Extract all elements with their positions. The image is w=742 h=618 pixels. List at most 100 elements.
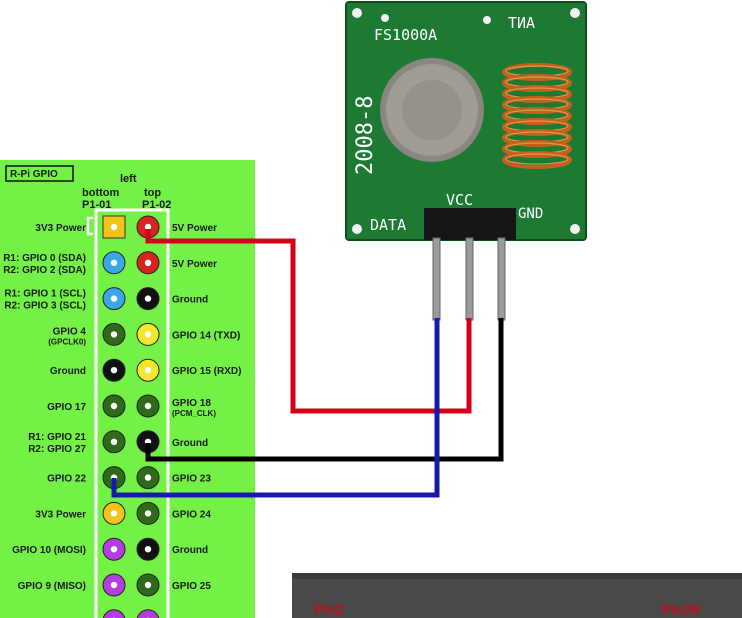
- pin-label-gnd: GND: [518, 206, 543, 222]
- left-pin-label: GPIO 4: [53, 326, 87, 337]
- right-pin-label: GPIO 23: [172, 474, 211, 485]
- pin-row: [102, 609, 160, 618]
- connector-body: [292, 573, 742, 618]
- coil-turn: [502, 151, 572, 169]
- connector-edge: [292, 573, 742, 579]
- coil-turn: [502, 63, 572, 81]
- coil-highlight: [505, 153, 569, 165]
- pin-label-data: DATA: [370, 216, 406, 234]
- left-pin-hole: [110, 581, 118, 589]
- mount-hole: [570, 224, 580, 234]
- right-pin-hole: [144, 402, 152, 410]
- pin-row: GPIO 10 (MOSI) Ground: [12, 537, 208, 561]
- data-wire: [111, 318, 440, 498]
- left-pin-label: GPIO 17: [47, 402, 86, 413]
- resonator-can-center: [402, 80, 462, 140]
- right-pin-hole: [144, 474, 152, 481]
- right-pin-marker: [136, 609, 160, 618]
- via-dot: [381, 14, 389, 22]
- left-pin-hole: [110, 367, 118, 374]
- left-pin-label: GPIO 22: [47, 474, 86, 485]
- left-pin-hole: [110, 546, 118, 553]
- connector-pin-start: Pin2: [314, 601, 344, 617]
- gpio-title: R-Pi GPIO: [10, 169, 58, 180]
- via-dot: [483, 16, 491, 24]
- gpio-board-background: [0, 160, 255, 618]
- coil-turn: [502, 85, 572, 103]
- right-pin-label: 5V Power: [172, 223, 217, 234]
- pin-row: R1: GPIO 0 (SDA)R2: GPIO 2 (SDA) 5V Power: [3, 251, 217, 276]
- left-pin-label: R2: GPIO 3 (SCL): [4, 301, 86, 312]
- left-pin-hole: [110, 510, 118, 517]
- right-pin-hole: [144, 546, 152, 553]
- data-pin: [432, 237, 441, 321]
- coil-turn: [502, 96, 572, 114]
- left-pin-marker: [102, 609, 126, 618]
- header-outline: [94, 208, 170, 618]
- right-pin-label: (PCM_CLK): [172, 409, 216, 418]
- wires: [111, 229, 504, 498]
- left-pin-label: R1: GPIO 21: [28, 432, 86, 443]
- coil-turn: [502, 129, 572, 147]
- left-pin-label: GPIO 9 (MISO): [18, 581, 86, 592]
- mount-hole: [352, 8, 362, 18]
- left-pin-label: Ground: [50, 366, 86, 377]
- right-pin-label: GPIO 14 (TXD): [172, 330, 240, 341]
- right-pin-label: GPIO 18: [172, 398, 211, 409]
- pin-row: R1: GPIO 1 (SCL)R2: GPIO 3 (SCL) Ground: [4, 287, 208, 312]
- module-brand: TИA: [508, 14, 535, 32]
- pin-row: GPIO 17 GPIO 18(PCM_CLK): [47, 394, 216, 418]
- left-pin-hole: [110, 223, 118, 231]
- right-column-title: top: [144, 187, 161, 199]
- left-pin-label: R2: GPIO 2 (SDA): [3, 265, 86, 276]
- pin-header-block: [424, 208, 516, 240]
- coil-turn: [502, 118, 572, 136]
- vcc-pin: [465, 237, 474, 321]
- left-pin-label: (GPCLK0): [48, 337, 86, 346]
- rf-transmitter-module: FS1000A TИA 2008-8 VCC DATA GND: [345, 1, 587, 321]
- left-pin-label: R1: GPIO 1 (SCL): [4, 289, 86, 300]
- mount-hole: [570, 8, 580, 18]
- right-pin-hole: [144, 259, 152, 266]
- right-column-pin: P1-02: [142, 199, 171, 211]
- left-column-pin: P1-01: [82, 199, 111, 211]
- right-pin-label: Ground: [172, 545, 208, 556]
- mount-hole: [352, 224, 362, 234]
- coil-turn: [502, 140, 572, 158]
- antenna-coil: [502, 63, 572, 169]
- left-pin-label: 3V3 Power: [35, 223, 86, 234]
- right-pin-hole: [144, 510, 152, 517]
- left-pin-hole: [110, 295, 118, 302]
- pin1-marker: [86, 216, 93, 236]
- module-date: 2008-8: [353, 96, 378, 175]
- gpio-header-panel: R-Pi GPIO left bottom P1-01 top P1-02 3V…: [0, 160, 255, 618]
- right-pin-hole: [144, 331, 152, 338]
- left-pin-label: R1: GPIO 0 (SDA): [3, 253, 86, 264]
- pin-row: Ground GPIO 15 (RXD): [50, 358, 241, 382]
- right-pin-label: Ground: [172, 295, 208, 306]
- vcc-wire: [145, 229, 472, 414]
- pin-label-vcc: VCC: [446, 191, 473, 209]
- right-pin-label: GPIO 25: [172, 581, 211, 592]
- gnd-pin: [497, 237, 506, 321]
- connector-pin-end: Pin26: [662, 601, 700, 617]
- right-pin-hole: [144, 295, 152, 302]
- coil-turn: [502, 74, 572, 92]
- left-pin-hole: [110, 438, 118, 445]
- right-pin-label: GPIO 15 (RXD): [172, 366, 241, 377]
- right-pin-label: GPIO 24: [172, 509, 211, 520]
- pin-row: GPIO 4(GPCLK0) GPIO 14 (TXD): [48, 322, 240, 346]
- right-pin-label: 5V Power: [172, 259, 217, 270]
- left-pin-label: GPIO 10 (MOSI): [12, 545, 86, 556]
- module-model: FS1000A: [374, 26, 437, 44]
- pin-row: 3V3 Power 5V Power: [35, 215, 217, 239]
- right-pin-label: Ground: [172, 438, 208, 449]
- left-column-title: bottom: [82, 187, 119, 199]
- side-label: left: [120, 173, 137, 185]
- left-pin-hole: [110, 331, 118, 338]
- ground-wire: [145, 318, 504, 462]
- right-pin-hole: [144, 581, 152, 589]
